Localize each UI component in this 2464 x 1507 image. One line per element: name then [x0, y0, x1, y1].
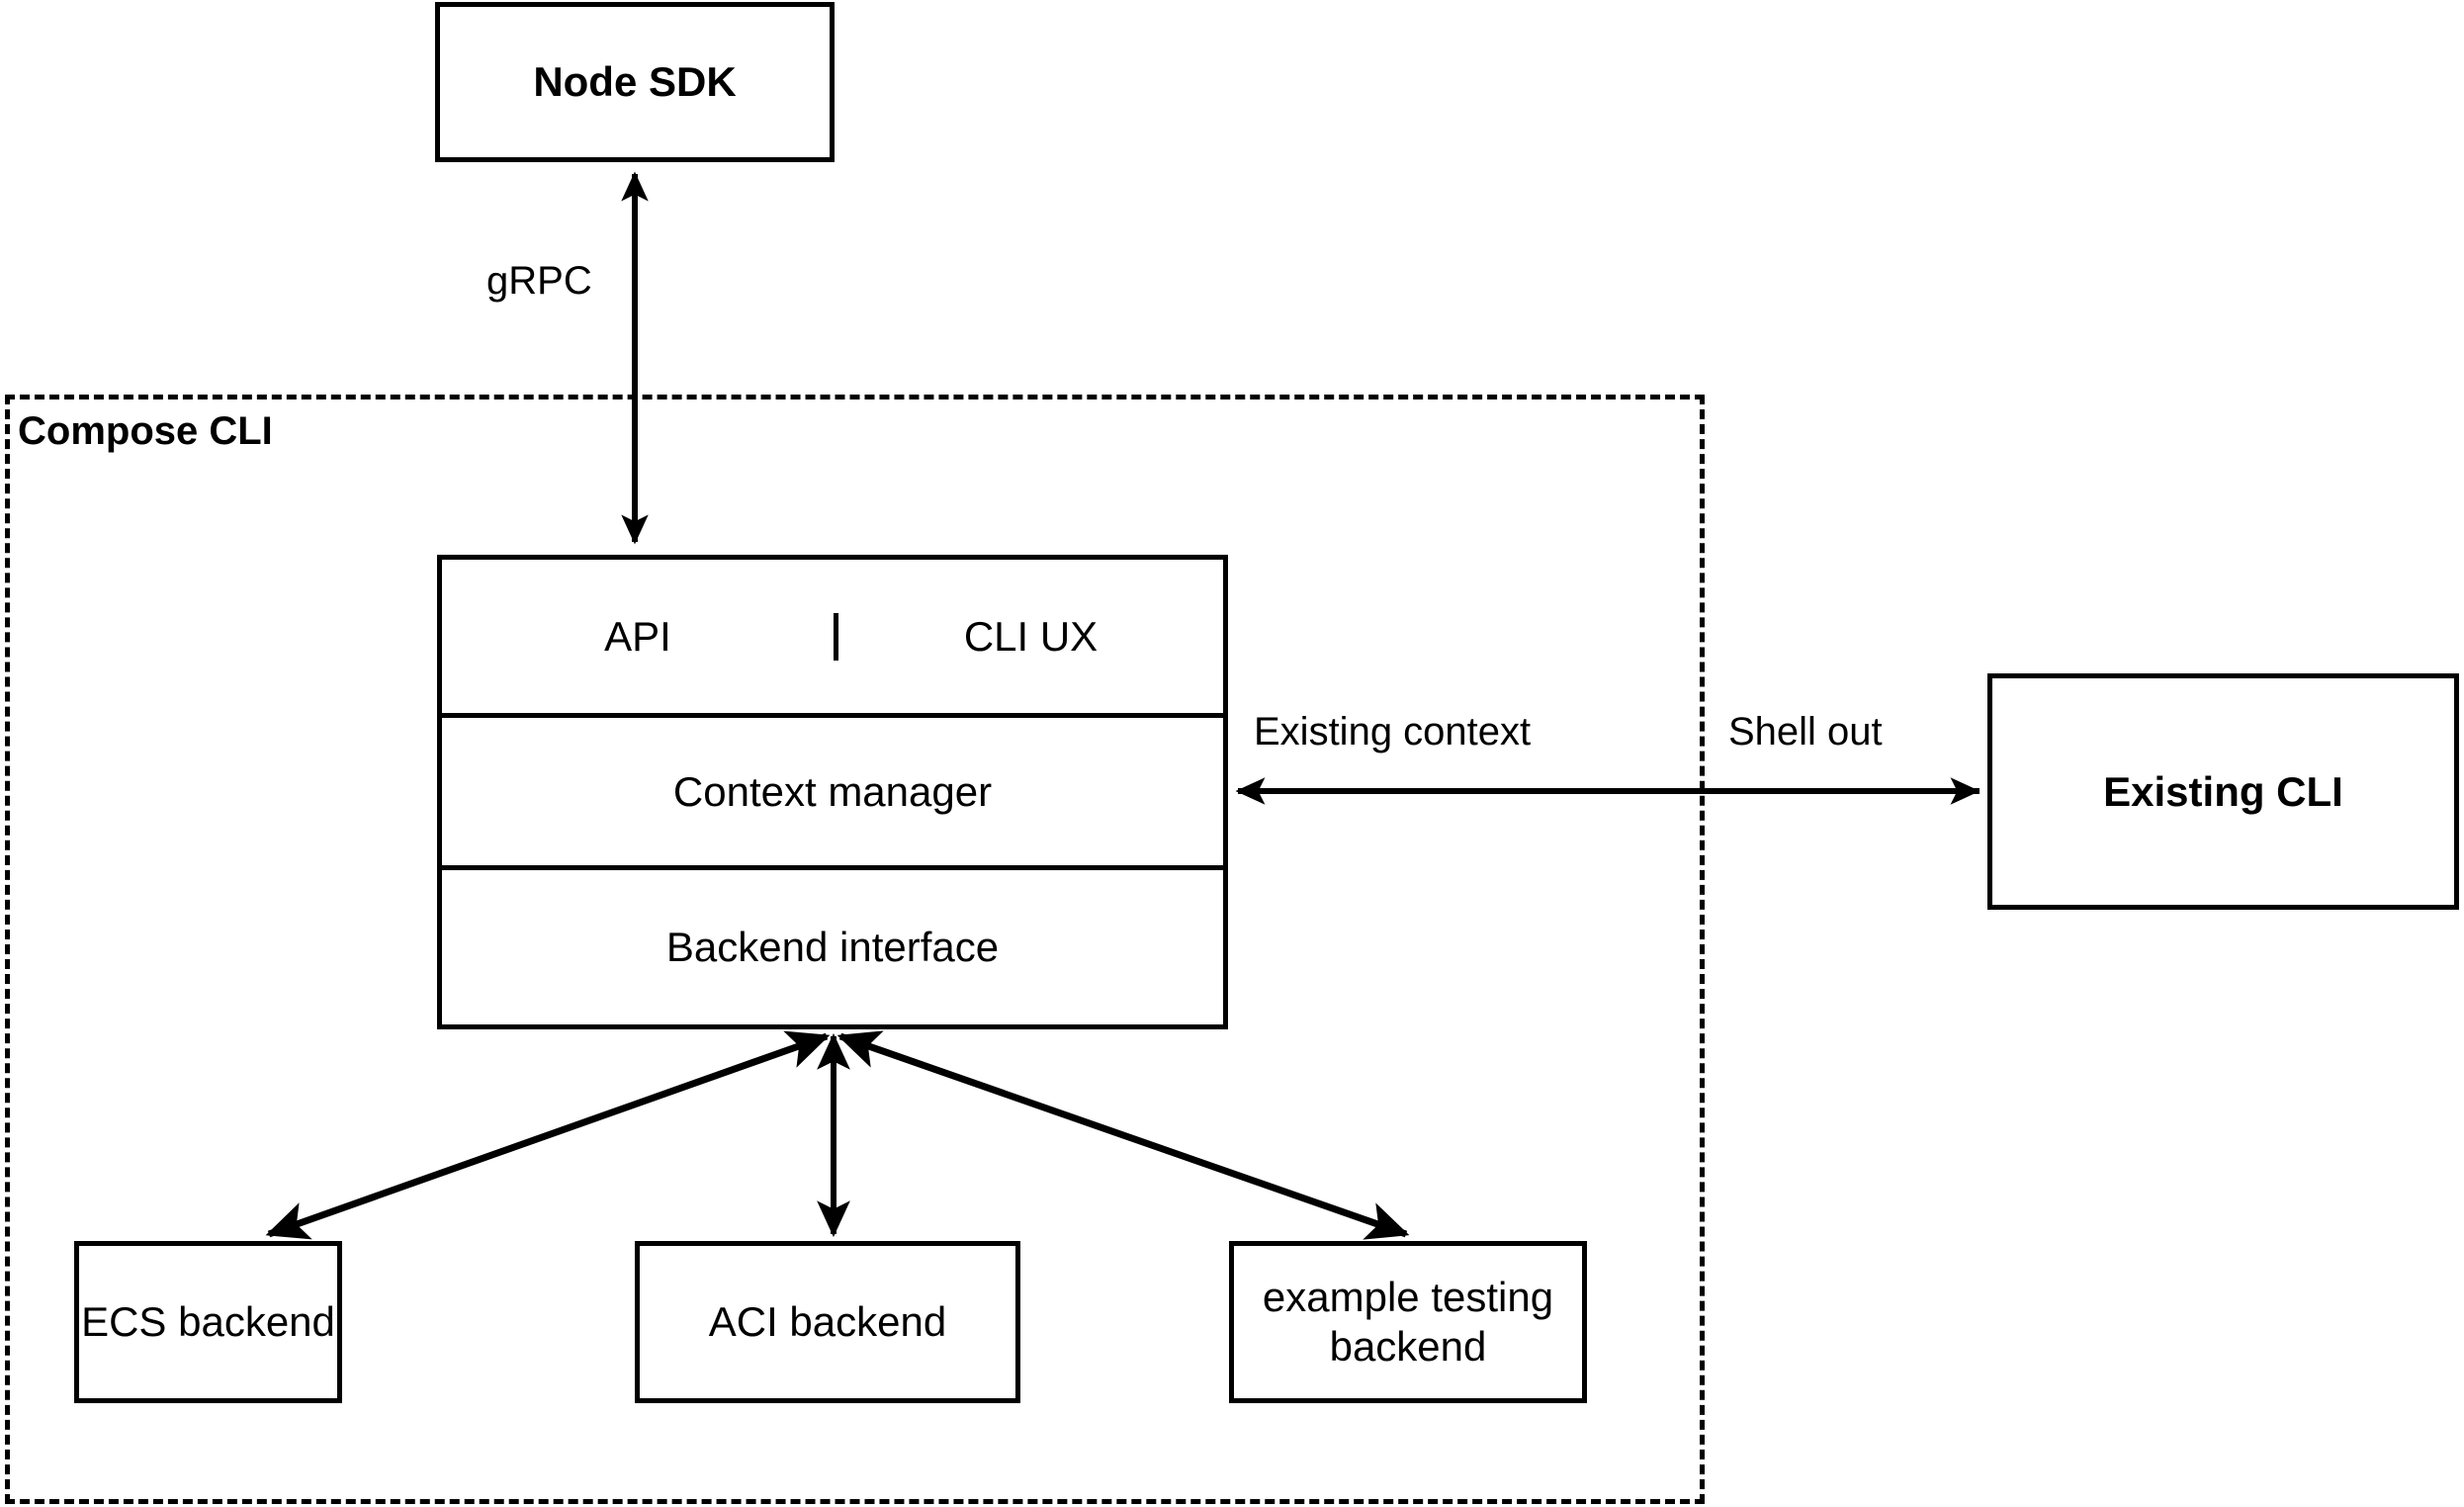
node-node-sdk-label: Node SDK — [533, 58, 737, 106]
node-aci-backend[interactable]: ACI backend — [635, 1241, 1020, 1403]
node-cli-ux-label: CLI UX — [963, 612, 1099, 660]
node-context-manager-label: Context manager — [672, 767, 993, 815]
edge-label-grpc: gRPC — [486, 259, 592, 304]
node-cli-ux[interactable]: CLI UX — [838, 612, 1223, 661]
node-aci-backend-label: ACI backend — [708, 1298, 947, 1346]
node-ecs-backend-label: ECS backend — [81, 1298, 335, 1346]
edge-label-shell-out: Shell out — [1728, 710, 1883, 754]
node-backend-interface-label: Backend interface — [665, 924, 1000, 970]
node-example-testing-backend[interactable]: example testing backend — [1229, 1241, 1587, 1403]
node-existing-cli-label: Existing CLI — [2103, 767, 2343, 815]
node-ecs-backend[interactable]: ECS backend — [74, 1241, 342, 1403]
node-compose-cli-core: API CLI UX Context manager Backend inter… — [437, 555, 1228, 1029]
node-backend-interface[interactable]: Backend interface — [442, 865, 1223, 1024]
node-example-testing-backend-label: example testing backend — [1262, 1274, 1554, 1370]
node-api[interactable]: API — [442, 612, 838, 661]
row-api-cliux: API CLI UX — [442, 560, 1223, 713]
node-api-label: API — [604, 612, 671, 660]
group-compose-cli — [5, 395, 1705, 1504]
node-node-sdk[interactable]: Node SDK — [435, 2, 835, 162]
group-compose-cli-label: Compose CLI — [18, 409, 273, 453]
node-existing-cli[interactable]: Existing CLI — [1987, 673, 2459, 910]
edge-label-existing-context: Existing context — [1254, 710, 1532, 754]
node-context-manager[interactable]: Context manager — [442, 713, 1223, 865]
